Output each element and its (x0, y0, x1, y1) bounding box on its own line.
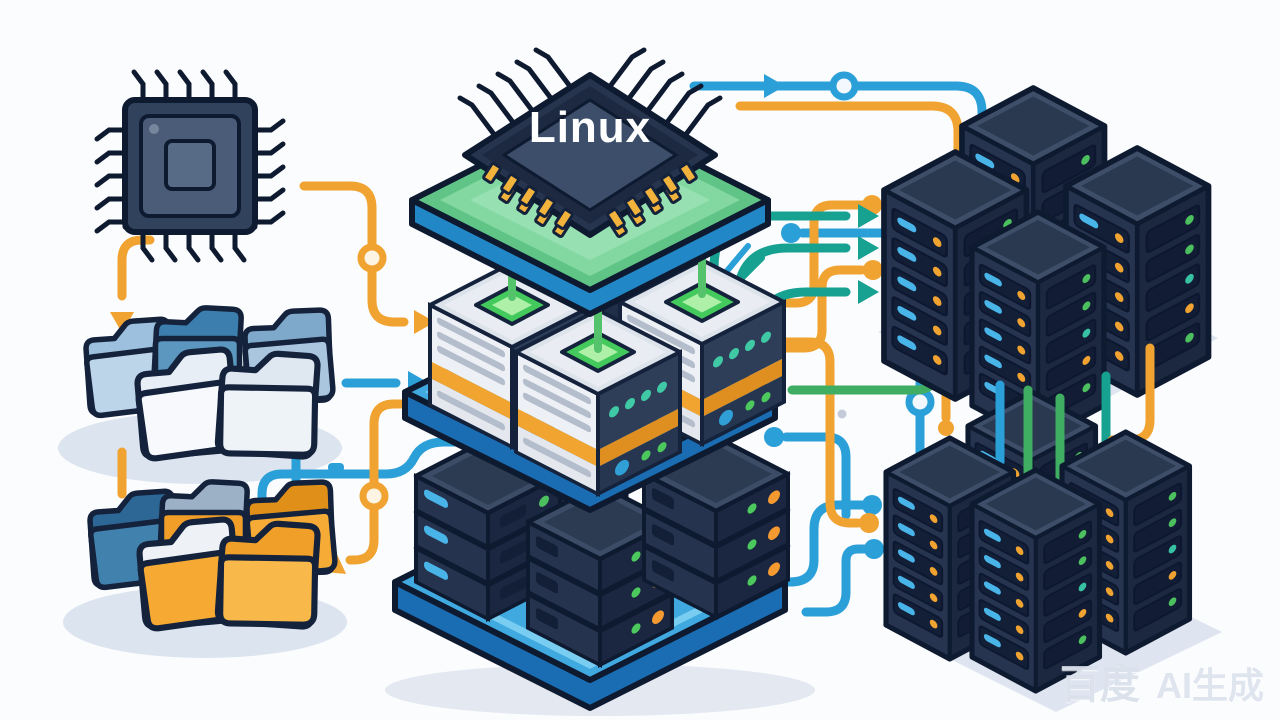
deco-dot (837, 409, 847, 419)
circuit-node-icon (829, 71, 859, 101)
watermark: 百度 AI生成 (1060, 652, 1264, 710)
linux-stack: Linux (392, 50, 788, 711)
linux-chip-label: Linux (529, 103, 651, 152)
arrow-right-icon (858, 236, 879, 260)
watermark-suffix: AI生成 (1155, 665, 1264, 706)
circuit-node-icon (357, 243, 387, 273)
blue-double-arrow-horizontal (313, 371, 429, 395)
watermark-brand: 百度 (1059, 663, 1140, 707)
server-tower-cluster-top (884, 88, 1209, 441)
cpu-chip-icon (97, 72, 283, 260)
linux-kernel-chip: Linux (460, 50, 720, 239)
folder-icon (217, 350, 321, 460)
arrow-right-icon (858, 280, 879, 304)
folder-icon (217, 520, 321, 630)
server-tower-cluster-bottom (886, 343, 1190, 691)
circuit-node-icon (359, 481, 389, 511)
arrow-right-icon (764, 74, 785, 98)
